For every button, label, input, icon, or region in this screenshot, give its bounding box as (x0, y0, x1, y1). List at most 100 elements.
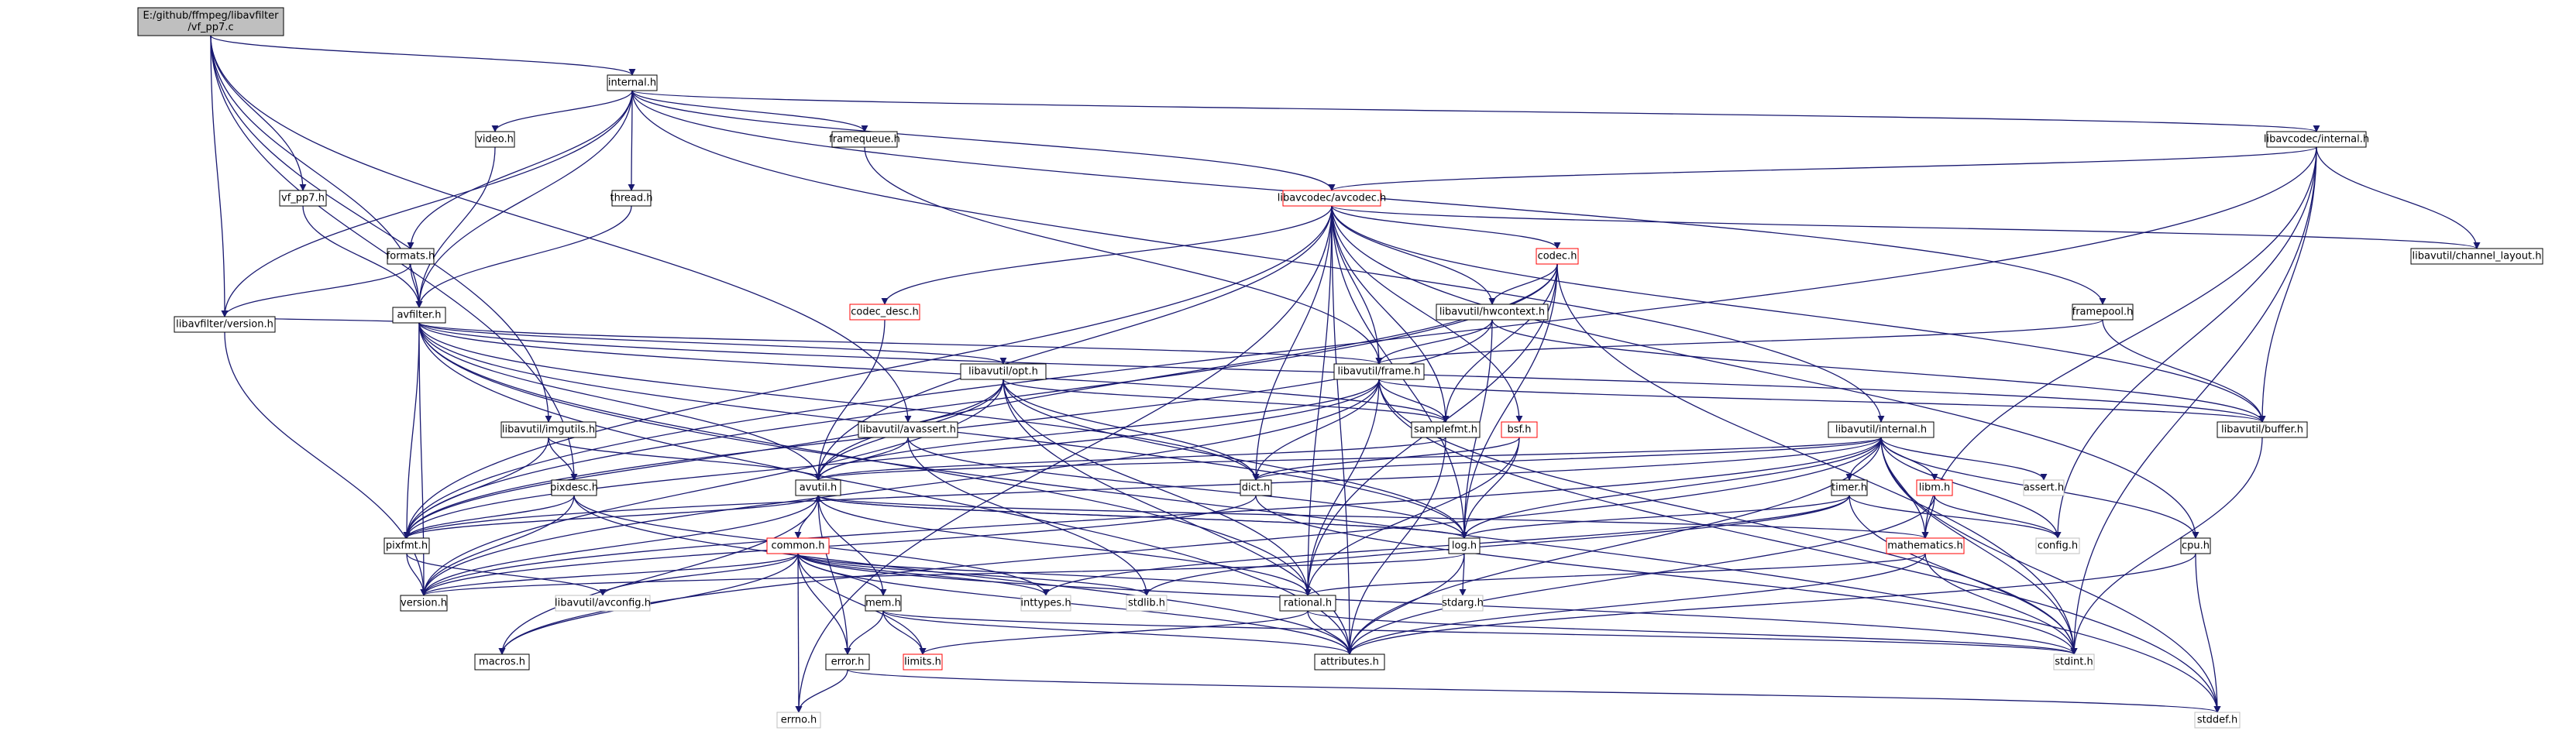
node-codec_desc[interactable]: codec_desc.h (849, 304, 920, 321)
node-libm[interactable]: libm.h (1916, 479, 1953, 496)
edge-cpu-to-attributes (1346, 553, 2196, 655)
edge-avfilter-to-avutil (418, 322, 822, 481)
node-internal[interactable]: internal.h (607, 74, 658, 91)
node-stddef: stddef.h (2194, 712, 2241, 729)
edge-timer-to-stdint (1849, 495, 2078, 655)
node-root[interactable]: E:/github/ffmpeg/libavfilter/vf_pp7.c (137, 7, 284, 36)
edge-thread-to-avfilter (415, 205, 632, 308)
node-macros[interactable]: macros.h (474, 653, 530, 671)
edge-lavu_internal-to-assert (1880, 437, 2048, 481)
node-avcodec[interactable]: libavcodec/avcodec.h (1278, 190, 1387, 207)
node-timer-box (1831, 479, 1868, 496)
node-channel_layout[interactable]: libavutil/channel_layout.h (2410, 248, 2543, 265)
node-lavfi_version-box (174, 316, 276, 333)
node-avutil[interactable]: avutil.h (795, 479, 841, 496)
node-formats[interactable]: formats.h (387, 248, 435, 265)
node-pixdesc[interactable]: pixdesc.h (550, 479, 598, 496)
edge-dict-to-version (420, 495, 1257, 596)
node-libm-box (1916, 479, 1953, 496)
edge-lavu_internal-to-dict (1252, 437, 1882, 481)
node-assert-box (2023, 479, 2065, 496)
node-frame[interactable]: libavutil/frame.h (1333, 363, 1425, 380)
node-config-box (2035, 537, 2080, 554)
node-attributes[interactable]: attributes.h (1314, 653, 1385, 671)
node-inttypes-label: inttypes.h (1020, 598, 1071, 609)
node-video[interactable]: video.h (475, 131, 515, 148)
edge-avcodec-to-hwcontext (1331, 205, 1496, 305)
edge-avcodec-to-avutil (814, 205, 1333, 481)
edge-avfilter-to-samplefmt (418, 322, 1450, 423)
edge-avcodec-to-codec (1331, 205, 1561, 249)
edge-internal-to-framequeue (631, 90, 868, 132)
node-errno-box (776, 712, 821, 729)
node-dict-box (1240, 479, 1272, 496)
node-mem-box (865, 595, 902, 612)
node-limits-label: limits.h (904, 657, 941, 668)
node-mem[interactable]: mem.h (865, 595, 902, 612)
edge-avutil-to-error (817, 495, 851, 655)
edge-imgutils-to-pixfmt (403, 437, 549, 539)
node-mathematics[interactable]: mathematics.h (1886, 537, 1965, 554)
node-samplefmt[interactable]: samplefmt.h (1411, 421, 1481, 438)
edge-frame-to-pixfmt (403, 379, 1380, 539)
node-framequeue[interactable]: framequeue.h (829, 131, 900, 148)
edge-cpu-to-stddef (2195, 553, 2221, 713)
node-lavfi_version[interactable]: libavfilter/version.h (174, 316, 276, 333)
node-common[interactable]: common.h (766, 537, 830, 554)
edge-libm-to-mathematics (1921, 495, 1935, 539)
node-error[interactable]: error.h (825, 653, 870, 671)
node-pixfmt[interactable]: pixfmt.h (383, 537, 430, 554)
node-stdint-label: stdint.h (2055, 657, 2093, 668)
node-framepool[interactable]: framepool.h (2072, 304, 2134, 321)
edge-lavu_internal-to-stddef (1880, 437, 2221, 713)
edge-avcodec-to-cpu (1331, 205, 2199, 539)
node-imgutils-label: libavutil/imgutils.h (502, 424, 595, 436)
node-version[interactable]: version.h (400, 595, 448, 612)
node-avfilter[interactable]: avfilter.h (392, 307, 446, 324)
edge-opt-to-version (420, 379, 1004, 596)
node-video-label: video.h (476, 134, 514, 146)
node-bsf[interactable]: bsf.h (1501, 421, 1538, 438)
edge-pixdesc-to-version (420, 495, 575, 596)
node-internal-label: internal.h (608, 77, 656, 89)
node-lavu_internal[interactable]: libavutil/internal.h (1828, 421, 1935, 438)
node-imgutils[interactable]: libavutil/imgutils.h (500, 421, 597, 438)
node-avconfig-label: libavutil/avconfig.h (555, 598, 651, 609)
edge-frame-to-buffer (1378, 379, 2266, 423)
node-timer[interactable]: timer.h (1831, 479, 1868, 496)
node-rational[interactable]: rational.h (1279, 595, 1336, 612)
node-channel_layout-box (2410, 248, 2543, 265)
node-attributes-box (1314, 653, 1385, 671)
edge-frame-to-samplefmt (1378, 379, 1450, 423)
node-limits[interactable]: limits.h (903, 653, 943, 671)
node-cpu[interactable]: cpu.h (2180, 537, 2211, 554)
node-codec-box (1536, 248, 1579, 265)
node-buffer[interactable]: libavutil/buffer.h (2217, 421, 2308, 438)
node-dict[interactable]: dict.h (1240, 479, 1272, 496)
edge-buffer-to-stdint (2070, 437, 2263, 655)
node-thread[interactable]: thread.h (610, 190, 653, 207)
node-log[interactable]: log.h (1448, 537, 1481, 554)
node-pixdesc-box (551, 479, 597, 496)
edge-bsf-to-rational (1304, 437, 1520, 596)
edge-lavu_internal-to-attributes (1346, 437, 1882, 655)
edge-codec-to-stdint (1556, 263, 2078, 655)
edge-mathematics-to-attributes (1346, 553, 1926, 655)
edge-common-to-mem (797, 553, 887, 596)
edge-libm-to-attributes (1346, 495, 1935, 655)
edge-common-to-version (420, 553, 799, 596)
node-avassert[interactable]: libavutil/avassert.h (858, 421, 958, 438)
node-video-box (475, 131, 515, 148)
node-lavu_internal-box (1828, 421, 1935, 438)
edge-mem-to-error (844, 610, 884, 655)
node-opt[interactable]: libavutil/opt.h (960, 363, 1047, 380)
edge-mathematics-to-stdint (1924, 553, 2078, 655)
node-lavc_internal[interactable]: libavcodec/internal.h (2264, 131, 2369, 148)
node-vf_pp7[interactable]: vf_pp7.h (279, 190, 327, 207)
edge-lavc_internal-to-channel_layout (2316, 146, 2481, 249)
node-imgutils-box (500, 421, 597, 438)
edge-avcodec-to-rational (1304, 205, 1333, 596)
node-hwcontext[interactable]: libavutil/hwcontext.h (1436, 304, 1549, 321)
node-avutil-box (795, 479, 841, 496)
node-codec[interactable]: codec.h (1536, 248, 1579, 265)
